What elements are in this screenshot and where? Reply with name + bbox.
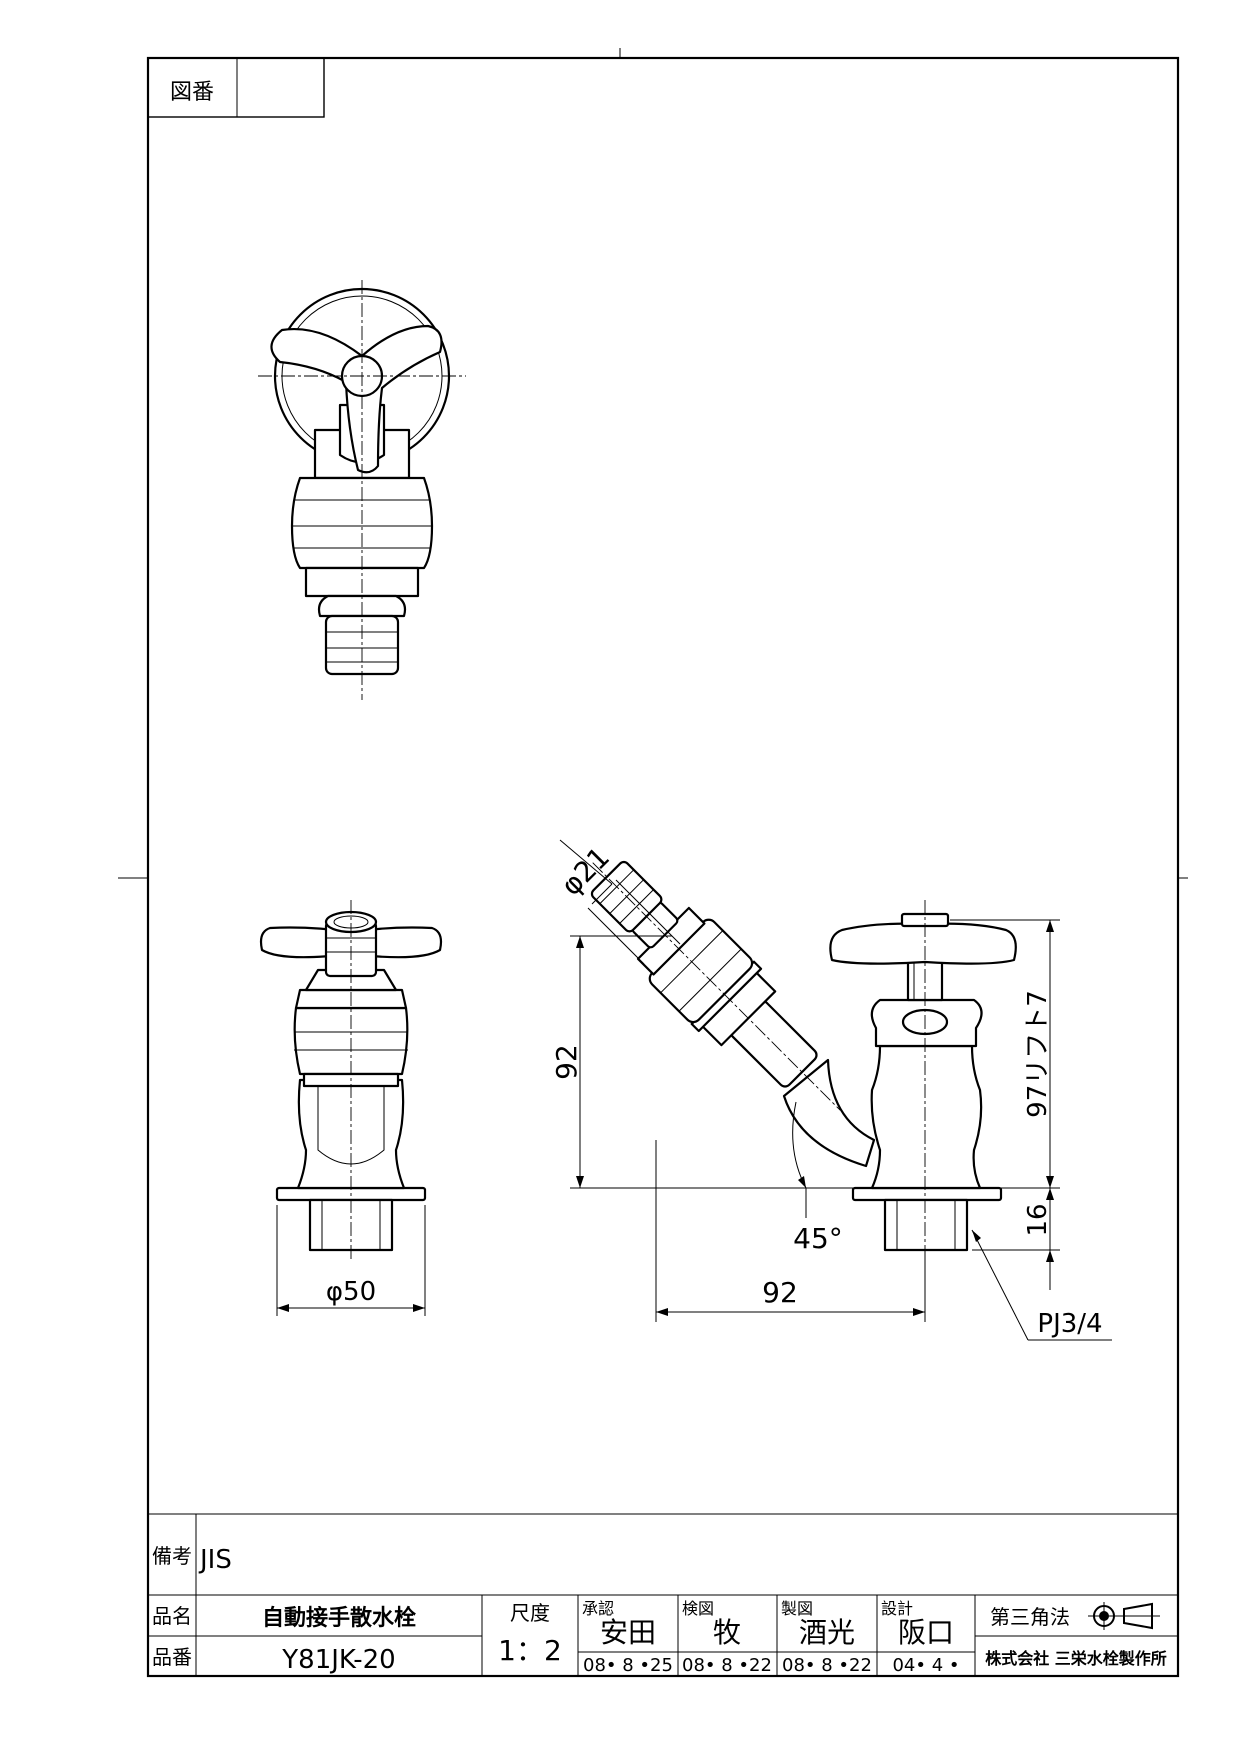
thread-callout: PJ3/4 (1037, 1309, 1102, 1339)
drawing-number-box: 図番 (147, 57, 325, 118)
notes-label: 備考 (152, 1544, 192, 1568)
scale-value: 1：2 (498, 1634, 562, 1667)
title-block: 備考 JIS 品名 自動接手散水栓 品番 Y81JK-20 尺度 1：2 承認 … (148, 1513, 1178, 1676)
dimension-lift-97: 97リフト7 (1023, 990, 1053, 1118)
dimension-height-92: 92 (550, 1044, 583, 1080)
projection-label: 第三角法 (990, 1605, 1070, 1629)
product-no-label: 品番 (152, 1645, 192, 1669)
approval-role-1: 承認 (582, 1599, 614, 1618)
approval-name-3: 酒光 (799, 1616, 855, 1649)
third-angle-projection-icon (1088, 1602, 1160, 1630)
dimension-dia-50: φ50 (326, 1277, 376, 1307)
side-view-elbow (782, 1058, 876, 1168)
drawing-number-label: 図番 (170, 80, 214, 105)
approval-date-3: 08• 8 •22 (782, 1655, 872, 1676)
approval-role-2: 検図 (682, 1599, 714, 1618)
product-no-value: Y81JK-20 (281, 1645, 395, 1675)
approval-name-1: 安田 (600, 1616, 656, 1649)
side-view: 92 92 φ21 45° 97リフト7 16 PJ3/4 (550, 839, 1112, 1341)
dimension-height-16: 16 (1023, 1203, 1053, 1236)
approval-date-2: 08• 8 •22 (682, 1655, 772, 1676)
side-view-base-plate (851, 1186, 1003, 1202)
product-name-value: 自動接手散水栓 (262, 1605, 416, 1631)
notes-value: JIS (198, 1545, 232, 1575)
approval-name-4: 阪口 (898, 1616, 954, 1649)
side-view-handle (829, 922, 1017, 965)
company-name: 株式会社 三栄水栓製作所 (985, 1649, 1167, 1668)
side-view-thread (883, 1198, 969, 1252)
dimension-width-92: 92 (762, 1276, 798, 1309)
approval-name-2: 牧 (713, 1616, 741, 1649)
approval-date-1: 08• 8 •25 (583, 1655, 673, 1676)
top-view-handle (270, 324, 443, 474)
dimension-angle-45: 45° (793, 1222, 843, 1255)
top-view (258, 280, 466, 700)
product-name-label: 品名 (152, 1604, 192, 1628)
side-view-body (870, 1044, 983, 1190)
drawing-border (146, 56, 1180, 1678)
approval-role-3: 製図 (781, 1599, 813, 1618)
approval-date-4: 04• 4 • (892, 1655, 959, 1676)
approval-role-4: 設計 (881, 1599, 913, 1618)
scale-label: 尺度 (510, 1601, 550, 1625)
front-view: φ50 (259, 900, 443, 1316)
